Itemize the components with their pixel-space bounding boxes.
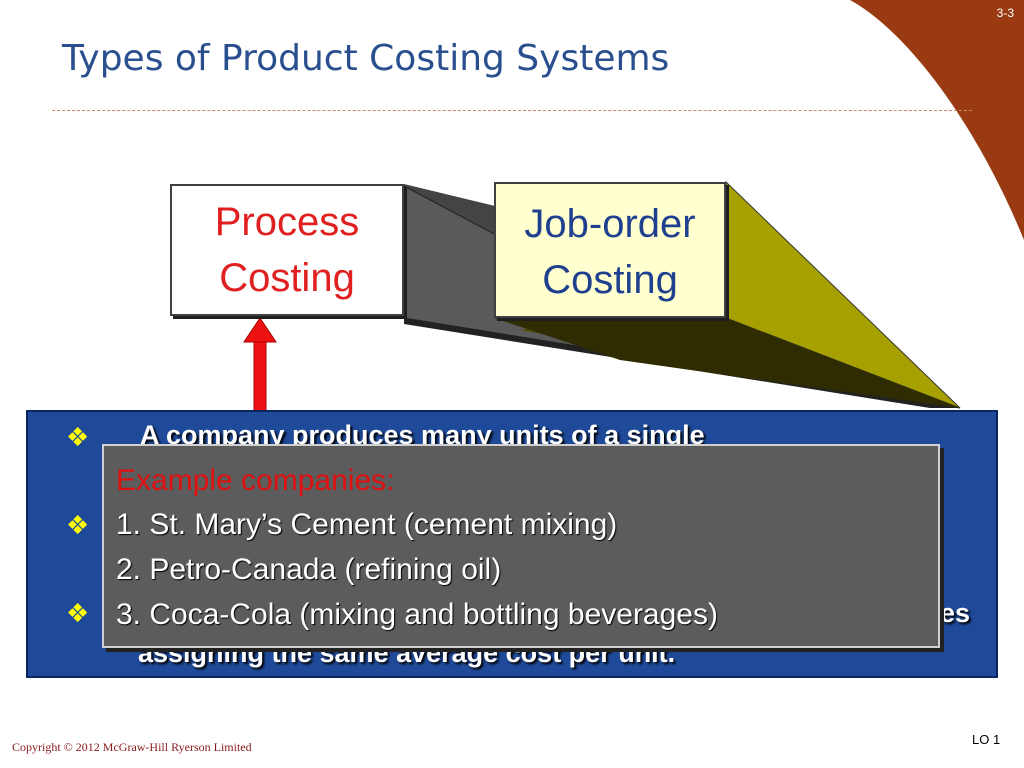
arrow-head	[243, 317, 277, 343]
process-costing-box: Process Costing	[170, 184, 404, 316]
popup-heading: Example companies:	[116, 464, 395, 497]
bullet-text-3-tail: es	[940, 598, 971, 628]
job-order-costing-line2: Costing	[542, 258, 678, 302]
process-costing-line1: Process	[214, 200, 360, 244]
bullet-icon: ❖	[66, 422, 90, 452]
popup-item: 3. Coca-Cola (mixing and bottling bevera…	[116, 598, 718, 631]
job-wedge-under	[494, 318, 960, 408]
copyright-footer: Copyright © 2012 McGraw-Hill Ryerson Lim…	[12, 740, 252, 754]
learning-objective-label: LO 1	[972, 732, 1001, 747]
process-costing-line2: Costing	[219, 256, 355, 300]
page-number: 3-3	[996, 6, 1014, 20]
job-order-costing-box: Job-order Costing	[494, 182, 726, 318]
popup-item: 2. Petro-Canada (refining oil)	[116, 553, 502, 586]
bullet-icon: ❖	[66, 510, 90, 540]
example-companies-popup: Example companies: 1. St. Mary’s Cement …	[102, 444, 940, 648]
slide-title: Types of Product Costing Systems	[62, 38, 670, 79]
bullet-icon: ❖	[66, 598, 90, 628]
popup-item: 1. St. Mary’s Cement (cement mixing)	[116, 508, 618, 541]
job-order-costing-line1: Job-order	[524, 202, 696, 246]
arrow-shaft	[253, 337, 267, 415]
title-divider	[52, 110, 972, 111]
